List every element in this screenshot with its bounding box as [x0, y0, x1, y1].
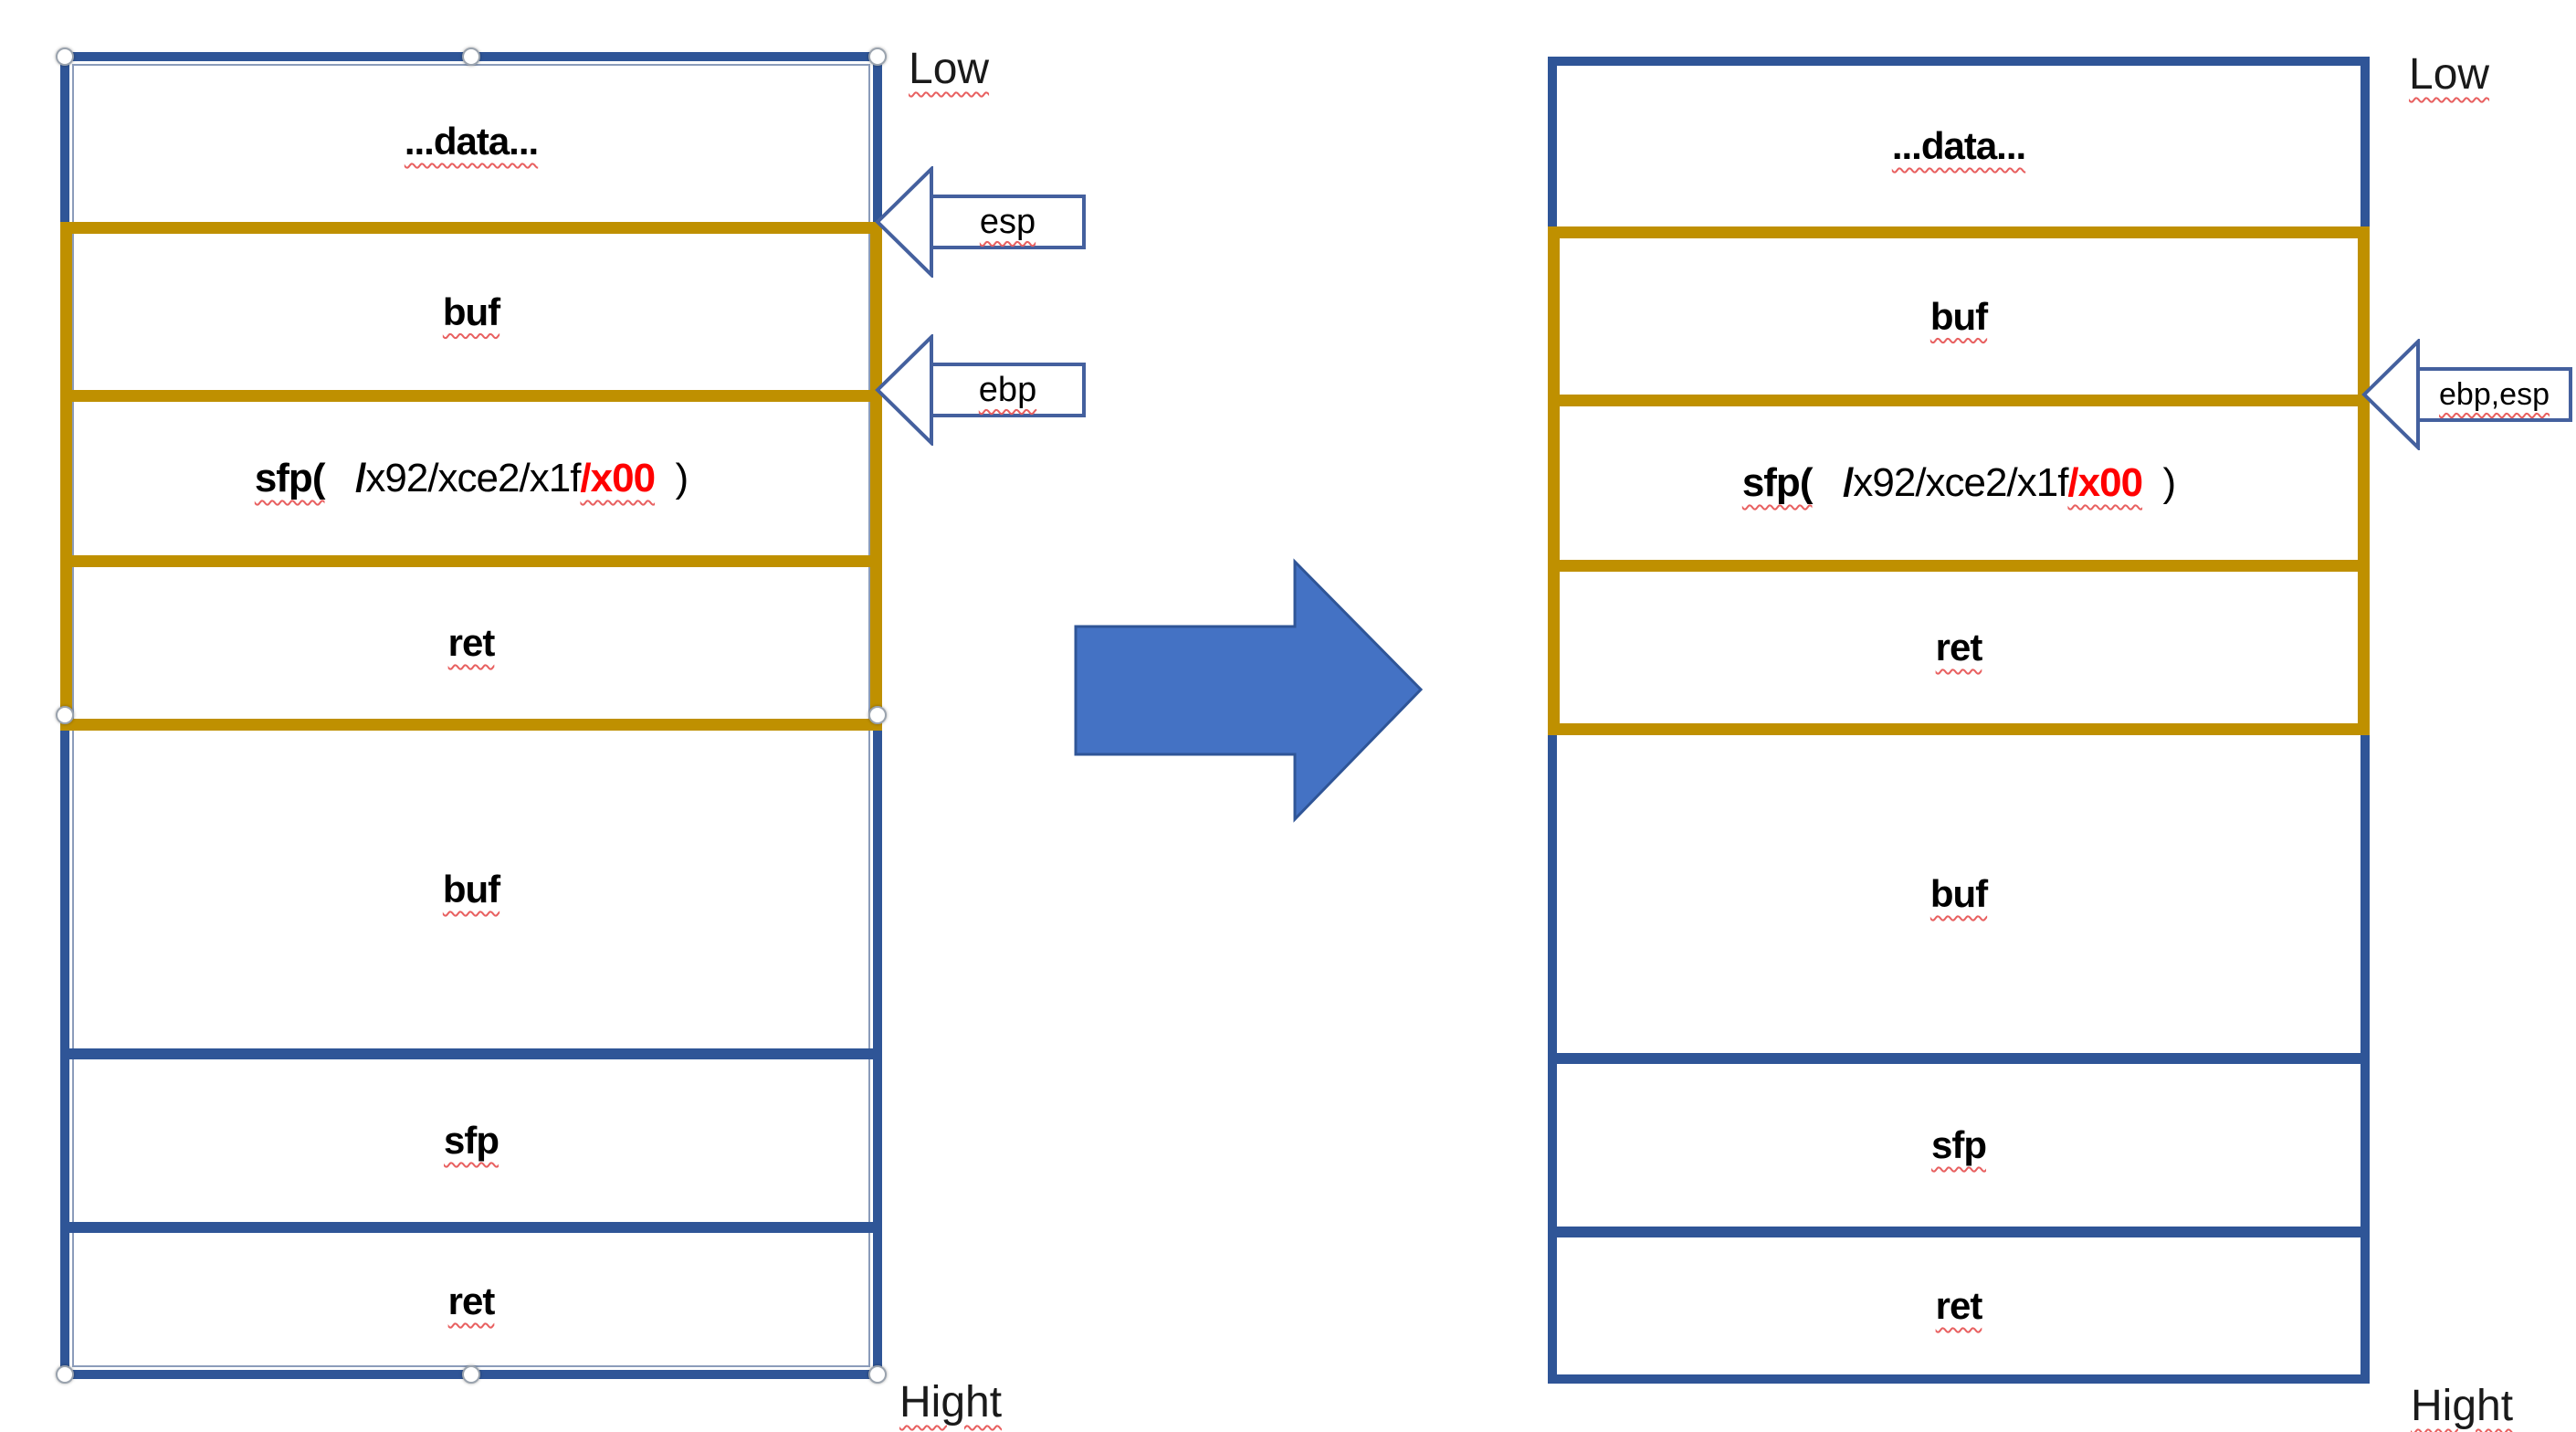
- right-overflow-rect[interactable]: [1548, 226, 2370, 735]
- left-divider-buf-sfp: [60, 1048, 882, 1059]
- left-row-ret-top: ret: [447, 621, 496, 664]
- left-row-data: ...data...: [404, 120, 539, 163]
- right-gold-divider-buf-sfp: [1548, 395, 2370, 406]
- handle-top-right[interactable]: [868, 47, 887, 66]
- ebp-esp-pointer-arrow[interactable]: ebp,esp: [2361, 339, 2573, 450]
- left-row-sfp-payload: sfp( /x92/xce2/x1f/x00 ): [254, 456, 689, 500]
- left-row-buf-top: buf: [442, 290, 500, 333]
- left-overflow-rect[interactable]: [60, 222, 882, 731]
- handle-bottom-left[interactable]: [56, 1365, 74, 1384]
- ebp-label: ebp: [978, 370, 1037, 409]
- left-gold-divider-sfp-ret: [60, 555, 882, 567]
- right-divider-buf-sfp: [1548, 1053, 2370, 1064]
- handle-mid-left[interactable]: [56, 706, 74, 724]
- right-arrow-icon[interactable]: [1068, 553, 1429, 827]
- left-row-ret-bottom: ret: [447, 1279, 496, 1322]
- ebp-esp-label: ebp,esp: [2439, 376, 2550, 412]
- ebp-pointer-arrow[interactable]: ebp: [875, 334, 1087, 446]
- right-row-ret-bottom: ret: [1935, 1284, 1983, 1327]
- right-row-data: ...data...: [1891, 124, 2026, 167]
- right-row-buf-top: buf: [1929, 294, 1988, 338]
- left-block-arrow-icon: [875, 334, 1086, 446]
- handle-bottom-right[interactable]: [868, 1365, 887, 1384]
- right-gold-divider-sfp-ret: [1548, 560, 2370, 572]
- right-hight-label: Hight: [2411, 1382, 2514, 1430]
- left-block-arrow-icon: [875, 166, 1086, 278]
- left-row-buf-bottom: buf: [442, 868, 500, 911]
- left-row-sfp-bottom: sfp: [444, 1119, 499, 1162]
- esp-label: esp: [979, 202, 1036, 241]
- handle-top-left[interactable]: [56, 47, 74, 66]
- left-hight-label: Hight: [899, 1378, 1003, 1427]
- handle-top-mid[interactable]: [462, 47, 480, 66]
- handle-mid-right[interactable]: [868, 706, 887, 724]
- left-gold-divider-buf-sfp: [60, 390, 882, 402]
- left-low-label: Low: [909, 45, 990, 93]
- right-row-sfp-payload: sfp( /x92/xce2/x1f/x00 ): [1741, 460, 2176, 505]
- right-row-buf-bottom: buf: [1929, 872, 1988, 915]
- right-divider-sfp-ret: [1548, 1227, 2370, 1237]
- left-divider-sfp-ret: [60, 1222, 882, 1233]
- right-low-label: Low: [2409, 50, 2490, 99]
- handle-bottom-mid[interactable]: [462, 1365, 480, 1384]
- right-row-sfp-bottom: sfp: [1931, 1123, 1987, 1166]
- left-block-arrow-icon: [2361, 339, 2572, 450]
- esp-pointer-arrow[interactable]: esp: [875, 166, 1087, 278]
- right-row-ret-top: ret: [1935, 626, 1983, 669]
